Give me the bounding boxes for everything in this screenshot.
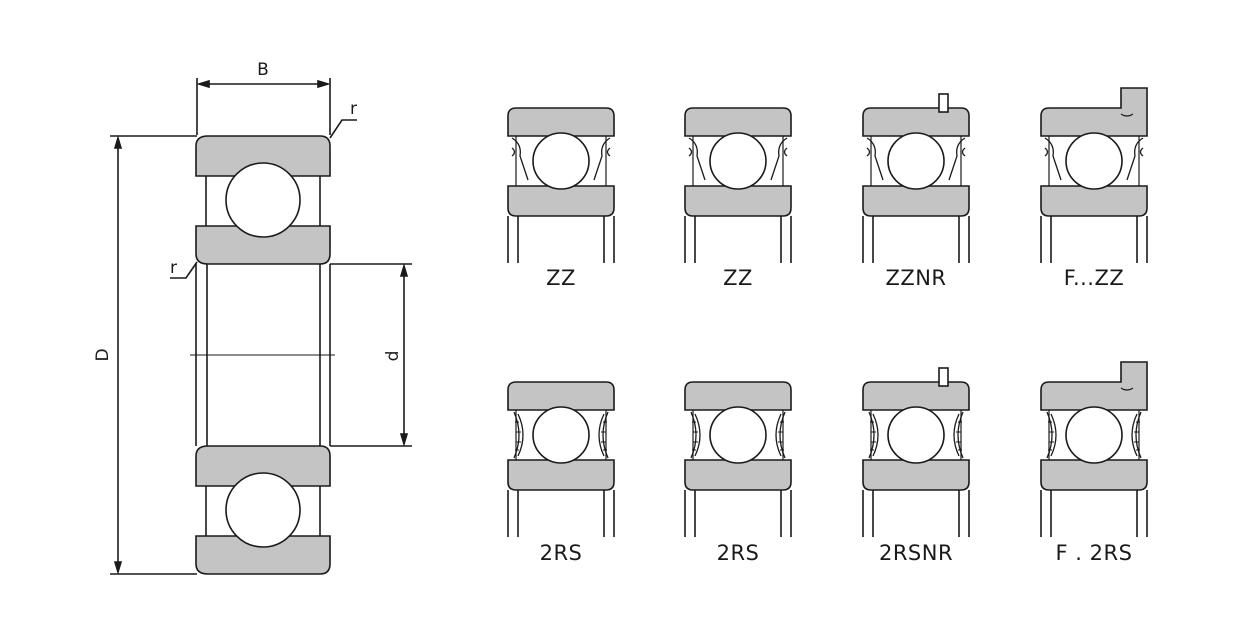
ball <box>1065 132 1123 190</box>
variant-label: 2RS <box>540 541 583 565</box>
inner-ring <box>1040 459 1148 491</box>
outer-ring <box>684 107 792 137</box>
dimension-d-outer: D <box>93 135 197 575</box>
inner-ring <box>507 459 615 491</box>
ball <box>709 406 767 464</box>
dimension-b-label: B <box>257 60 269 80</box>
variant-1: ZZ <box>507 107 615 290</box>
outer-ring <box>1040 361 1148 411</box>
inner-ring <box>684 459 792 491</box>
variant-5: 2RS <box>507 381 615 565</box>
variant-label: ZZ <box>546 266 576 290</box>
variant-label: 2RS <box>717 541 760 565</box>
variant-label: 2RSNR <box>879 541 953 565</box>
upper-section <box>195 135 331 265</box>
outer-ring <box>507 381 615 411</box>
ball <box>1065 406 1123 464</box>
variant-3: ZZNR <box>862 93 970 290</box>
outer-ring <box>684 381 792 411</box>
inner-ring <box>1040 185 1148 217</box>
outer-ring <box>1040 87 1148 137</box>
bearing-variants-grid: ZZ ZZ ZZNR F...ZZ 2RS 2RS 2RSNR F . 2RS <box>507 87 1148 565</box>
radius-callout-bottom: r <box>170 258 198 279</box>
ball <box>709 132 767 190</box>
radius-callout-top: r <box>329 99 357 139</box>
ball <box>887 406 945 464</box>
variant-7: 2RSNR <box>862 367 970 565</box>
dimension-b: B <box>196 60 331 135</box>
outer-ring <box>862 107 970 137</box>
variant-6: 2RS <box>684 381 792 565</box>
snap-ring <box>938 367 949 387</box>
main-bearing-section: B D d r r <box>93 60 412 575</box>
snap-ring <box>938 93 949 113</box>
radius-top-label: r <box>350 99 357 119</box>
inner-ring <box>862 459 970 491</box>
ball <box>532 132 590 190</box>
inner-ring <box>862 185 970 217</box>
variant-label: ZZ <box>723 266 753 290</box>
variant-2: ZZ <box>684 107 792 290</box>
variant-label: F...ZZ <box>1064 266 1125 290</box>
outer-ring <box>862 381 970 411</box>
radius-bottom-label: r <box>170 258 177 278</box>
outer-ring <box>507 107 615 137</box>
variant-label: F . 2RS <box>1056 541 1133 565</box>
inner-ring <box>684 185 792 217</box>
ball <box>532 406 590 464</box>
ball <box>887 132 945 190</box>
dimension-bore-label: d <box>383 351 403 362</box>
lower-section <box>195 445 331 575</box>
dimension-d-label: D <box>93 348 113 361</box>
variant-label: ZZNR <box>885 266 946 290</box>
dimension-d-bore: d <box>330 263 412 447</box>
variant-4: F...ZZ <box>1040 87 1148 290</box>
variant-8: F . 2RS <box>1040 361 1148 565</box>
inner-ring <box>507 185 615 217</box>
